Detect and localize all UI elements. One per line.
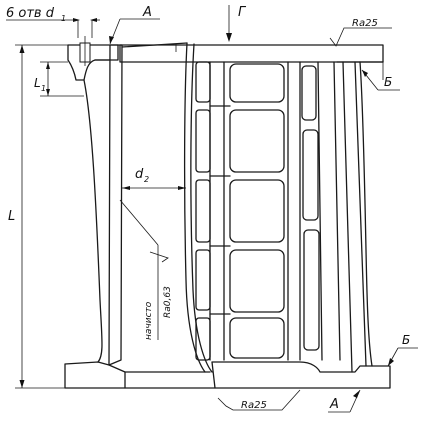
dim-d2-label: d — [135, 167, 144, 182]
roughness-bottom: Ra25 — [217, 389, 301, 411]
bottom-plate — [211, 361, 391, 389]
section-b-top: Б — [361, 69, 400, 91]
holes-callout: 6 отв d 1 — [6, 6, 100, 38]
rough-inner-label: Ra0,63 — [163, 286, 173, 318]
view-a-top: А — [109, 5, 160, 45]
ribs — [209, 61, 384, 373]
view-g-label: Г — [238, 5, 247, 20]
dim-d2-sub: 2 — [144, 175, 149, 184]
view-a-bottom-label: А — [329, 397, 339, 412]
left-section — [64, 36, 216, 389]
wall-section — [108, 44, 123, 366]
dim-l-label: L — [8, 209, 15, 224]
section-b-bottom: Б — [387, 333, 418, 367]
dim-l1-label: L — [34, 76, 41, 90]
rough-top-label: Ra25 — [352, 18, 378, 29]
view-a-top-label: А — [142, 5, 152, 20]
holes-sub: 1 — [61, 14, 66, 23]
finish-note: начисто — [144, 301, 154, 340]
finish-callout: начисто Ra0,63 — [119, 199, 173, 340]
top-plate — [119, 44, 384, 63]
dimension-l1: L 1 — [34, 61, 84, 97]
view-a-bottom: А — [328, 389, 361, 413]
dim-l1-sub: 1 — [41, 84, 46, 93]
holes-label: 6 отв d — [6, 6, 55, 21]
window-grid — [195, 61, 320, 361]
inner-bore — [121, 42, 213, 373]
roughness-top: Ra25 — [329, 18, 392, 47]
section-b-bottom-label: Б — [402, 333, 410, 347]
outer-profile — [83, 79, 103, 363]
bottom-flange-section — [64, 361, 126, 389]
dimension-l: L — [8, 44, 68, 389]
section-b-top-label: Б — [384, 75, 392, 89]
rough-bottom-label: Ra25 — [241, 400, 267, 411]
view-g: Г — [226, 5, 247, 42]
dimension-d2: d 2 — [122, 167, 186, 190]
